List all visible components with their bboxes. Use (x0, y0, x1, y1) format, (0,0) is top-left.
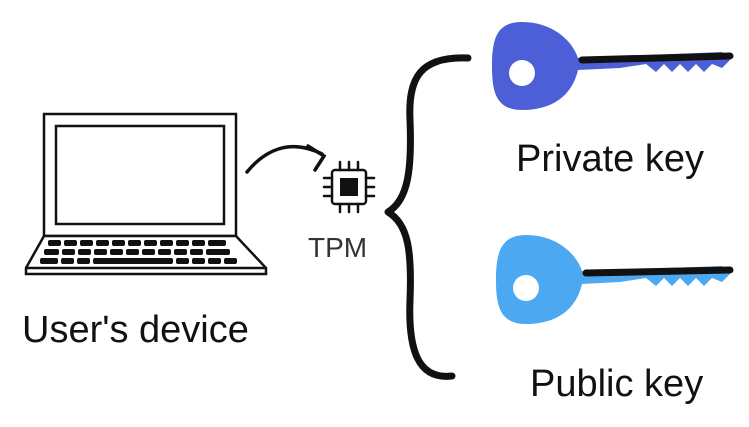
public-key-icon (496, 235, 734, 324)
device-label: User's device (22, 309, 249, 351)
private-key-icon (492, 22, 734, 110)
curly-brace-icon (384, 54, 472, 380)
laptop-icon (24, 112, 268, 276)
curved-arrow-icon (245, 144, 327, 174)
tpm-label: TPM (308, 232, 368, 263)
public-key-label: Public key (530, 363, 704, 405)
chip-icon (322, 160, 376, 214)
private-key-label: Private key (516, 138, 704, 180)
